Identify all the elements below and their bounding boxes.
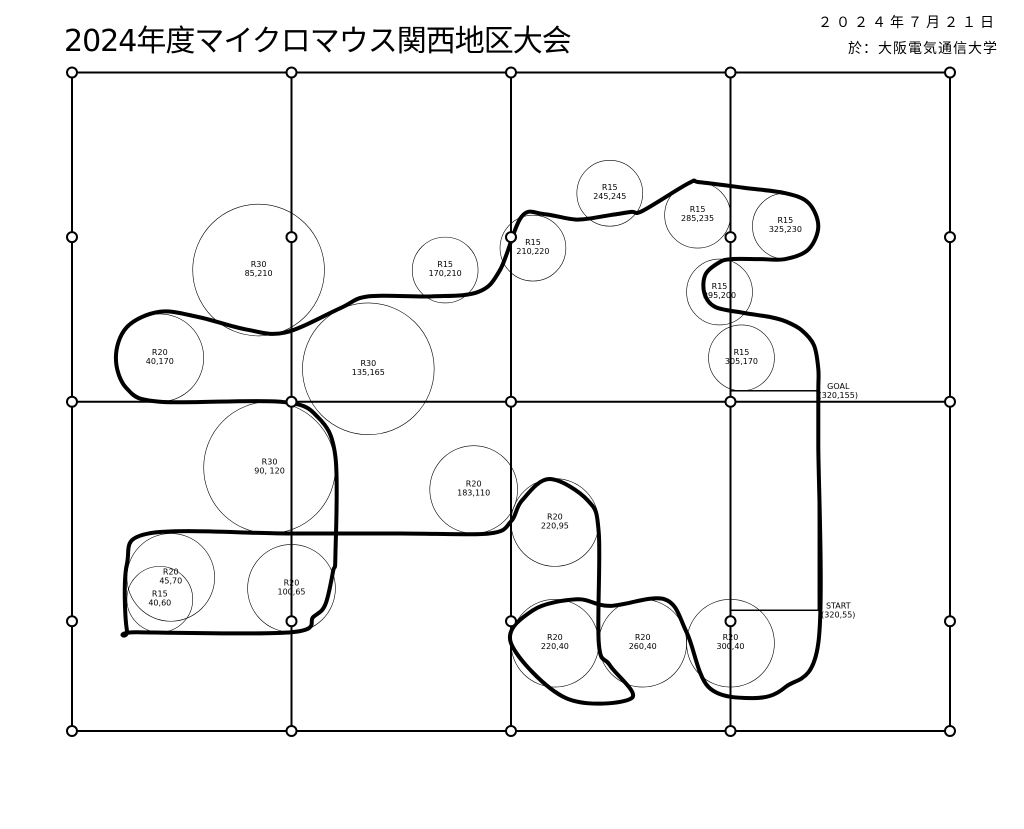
circle-radius-label: R20 <box>152 348 168 357</box>
grid-post <box>66 66 78 79</box>
circle-radius-label: R30 <box>251 260 267 269</box>
grid-post <box>944 66 956 79</box>
circle-radius-label: R20 <box>635 633 651 642</box>
circle-radius-label: R30 <box>262 458 278 467</box>
circle-radius-label: R15 <box>437 260 453 269</box>
circle-center-label: 170,210 <box>429 269 462 278</box>
circle-radius-label: R20 <box>547 512 563 521</box>
circle-center-label: 285,235 <box>681 214 714 223</box>
start-label: START <box>826 601 851 610</box>
grid-post <box>505 66 517 79</box>
guide-circle <box>499 214 567 282</box>
circle-center-label: 210,220 <box>516 247 549 256</box>
circle-radius-label: R20 <box>466 480 482 489</box>
grid-post <box>285 615 298 628</box>
circle-center-label: 85,210 <box>245 269 273 278</box>
circle-radius-label: R20 <box>547 633 563 642</box>
grid-post <box>944 615 956 628</box>
circle-radius-label: R20 <box>723 633 739 642</box>
grid-post <box>66 725 78 737</box>
circle-center-label: 300,40 <box>717 642 745 651</box>
grid-post <box>944 395 956 408</box>
grid-post <box>944 231 956 244</box>
grid-post <box>724 66 737 79</box>
grid-post <box>724 395 737 408</box>
grid-post <box>285 395 298 408</box>
circle-radius-label: R15 <box>778 216 794 225</box>
circle-center-label: 220,95 <box>541 521 569 530</box>
event-date: ２０２４年７月２１日 <box>818 15 998 31</box>
circle-center-label: 220,40 <box>541 642 569 651</box>
event-venue: 於：大阪電気通信大学 <box>848 41 998 57</box>
circle-radius-label: R15 <box>525 238 541 247</box>
grid-post <box>285 231 298 244</box>
grid-post <box>505 231 517 244</box>
grid-post <box>285 725 298 737</box>
circle-center-label: 260,40 <box>629 642 657 651</box>
circle-center-label: 183,110 <box>457 489 490 498</box>
start-coord-label: (320,55) <box>821 610 855 619</box>
grid-posts <box>66 66 956 737</box>
circle-radius-label: R30 <box>360 359 376 368</box>
grid-post <box>285 66 298 79</box>
guide-circle <box>686 258 753 326</box>
circle-center-label: 135,165 <box>352 368 385 377</box>
grid-post <box>944 725 956 737</box>
grid-post <box>66 231 78 244</box>
goal-label: GOAL <box>827 382 850 391</box>
grid-post <box>505 615 517 628</box>
circle-center-label: 100,65 <box>278 587 306 596</box>
course-line <box>113 178 823 706</box>
circle-center-label: 305,170 <box>725 357 758 366</box>
circle-radius-label: R20 <box>284 578 300 587</box>
circle-radius-label: R15 <box>152 589 168 598</box>
circle-center-label: 90, 120 <box>254 467 285 476</box>
course-layer <box>113 178 823 706</box>
page-title: 2024年度マイクロマウス関西地区大会 <box>64 24 572 59</box>
circle-center-label: 40,60 <box>148 598 171 607</box>
circle-center-label: 45,70 <box>159 576 182 585</box>
grid-post <box>724 615 737 628</box>
circle-radius-label: R15 <box>734 348 750 357</box>
grid-post <box>505 725 517 737</box>
circle-center-label: 40,170 <box>146 357 174 366</box>
circle-radius-label: R15 <box>602 183 618 192</box>
zone-layer <box>729 390 820 612</box>
circle-radius-label: R20 <box>163 567 179 576</box>
circle-center-label: 295,200 <box>703 291 736 300</box>
circle-radius-label: R15 <box>712 282 728 291</box>
grid-post <box>66 615 78 628</box>
guide-circle <box>302 302 435 435</box>
grid-post <box>505 395 517 408</box>
grid-post <box>66 395 78 408</box>
guide-circle <box>411 236 479 304</box>
guide-circles <box>115 160 819 688</box>
circle-center-label: 325,230 <box>769 225 802 234</box>
goal-coord-label: (320,155) <box>819 391 858 400</box>
goal-start-zone <box>729 390 820 612</box>
grid-post <box>724 725 737 737</box>
guide-circle <box>576 160 644 227</box>
guide-circle <box>192 203 325 337</box>
grid-post <box>724 231 737 244</box>
circle-center-label: 245,245 <box>593 192 626 201</box>
circle-radius-label: R15 <box>690 205 706 214</box>
